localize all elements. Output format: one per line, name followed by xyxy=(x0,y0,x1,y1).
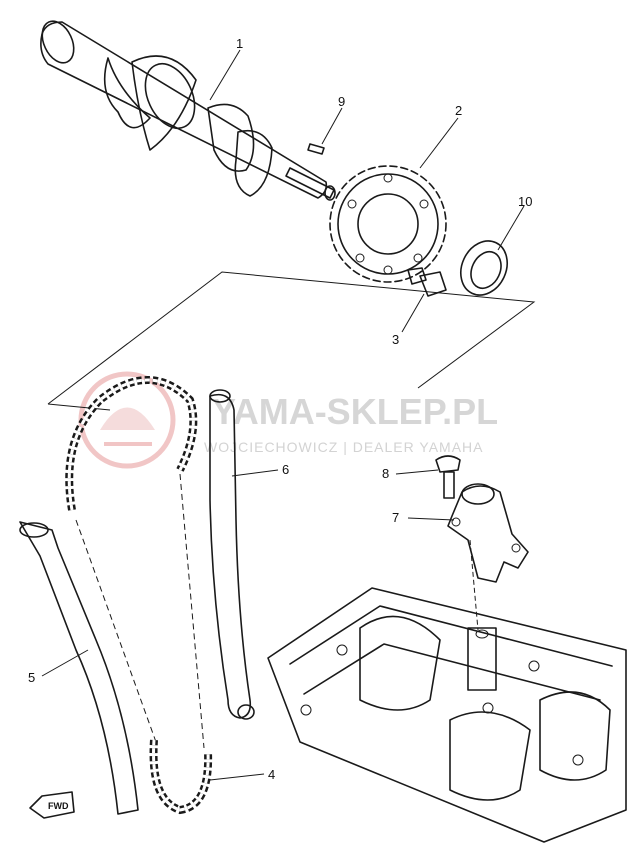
watermark-brand: YAMA-SKLEP.PL xyxy=(212,391,498,432)
chain-guide-right xyxy=(209,389,255,720)
cylinder-head xyxy=(267,539,627,843)
callout-6: 6 xyxy=(282,462,289,477)
chain-tensioner xyxy=(447,483,529,583)
fwd-arrow: FWD xyxy=(29,791,75,819)
assembly-plane-outline xyxy=(47,271,536,405)
cam-sprocket xyxy=(329,165,447,283)
callout-7: 7 xyxy=(392,510,399,525)
watermark-dealer: WOJCIECHOWICZ | DEALER YAMAHA xyxy=(204,439,483,455)
callout-10: 10 xyxy=(518,194,532,209)
dowel-pin xyxy=(307,143,325,155)
leader-lines xyxy=(41,49,525,781)
callout-3: 3 xyxy=(392,332,399,347)
sprocket-bolt xyxy=(407,267,447,297)
callout-5: 5 xyxy=(28,670,35,685)
oil-seal xyxy=(460,240,508,296)
callout-8: 8 xyxy=(382,466,389,481)
callout-2: 2 xyxy=(455,103,462,118)
callout-4: 4 xyxy=(268,767,275,782)
fwd-label: FWD xyxy=(48,801,69,811)
chain-guide-left xyxy=(19,521,139,815)
callouts: 1 2 3 4 5 6 7 8 9 10 xyxy=(28,36,532,782)
watermark: YAMA-SKLEP.PL WOJCIECHOWICZ | DEALER YAM… xyxy=(78,371,498,469)
tensioner-bolt xyxy=(435,455,461,499)
cam-chain xyxy=(65,376,213,815)
camshaft xyxy=(40,20,336,201)
callout-9: 9 xyxy=(338,94,345,109)
callout-1: 1 xyxy=(236,36,243,51)
assembly-plane-edge xyxy=(47,403,111,411)
